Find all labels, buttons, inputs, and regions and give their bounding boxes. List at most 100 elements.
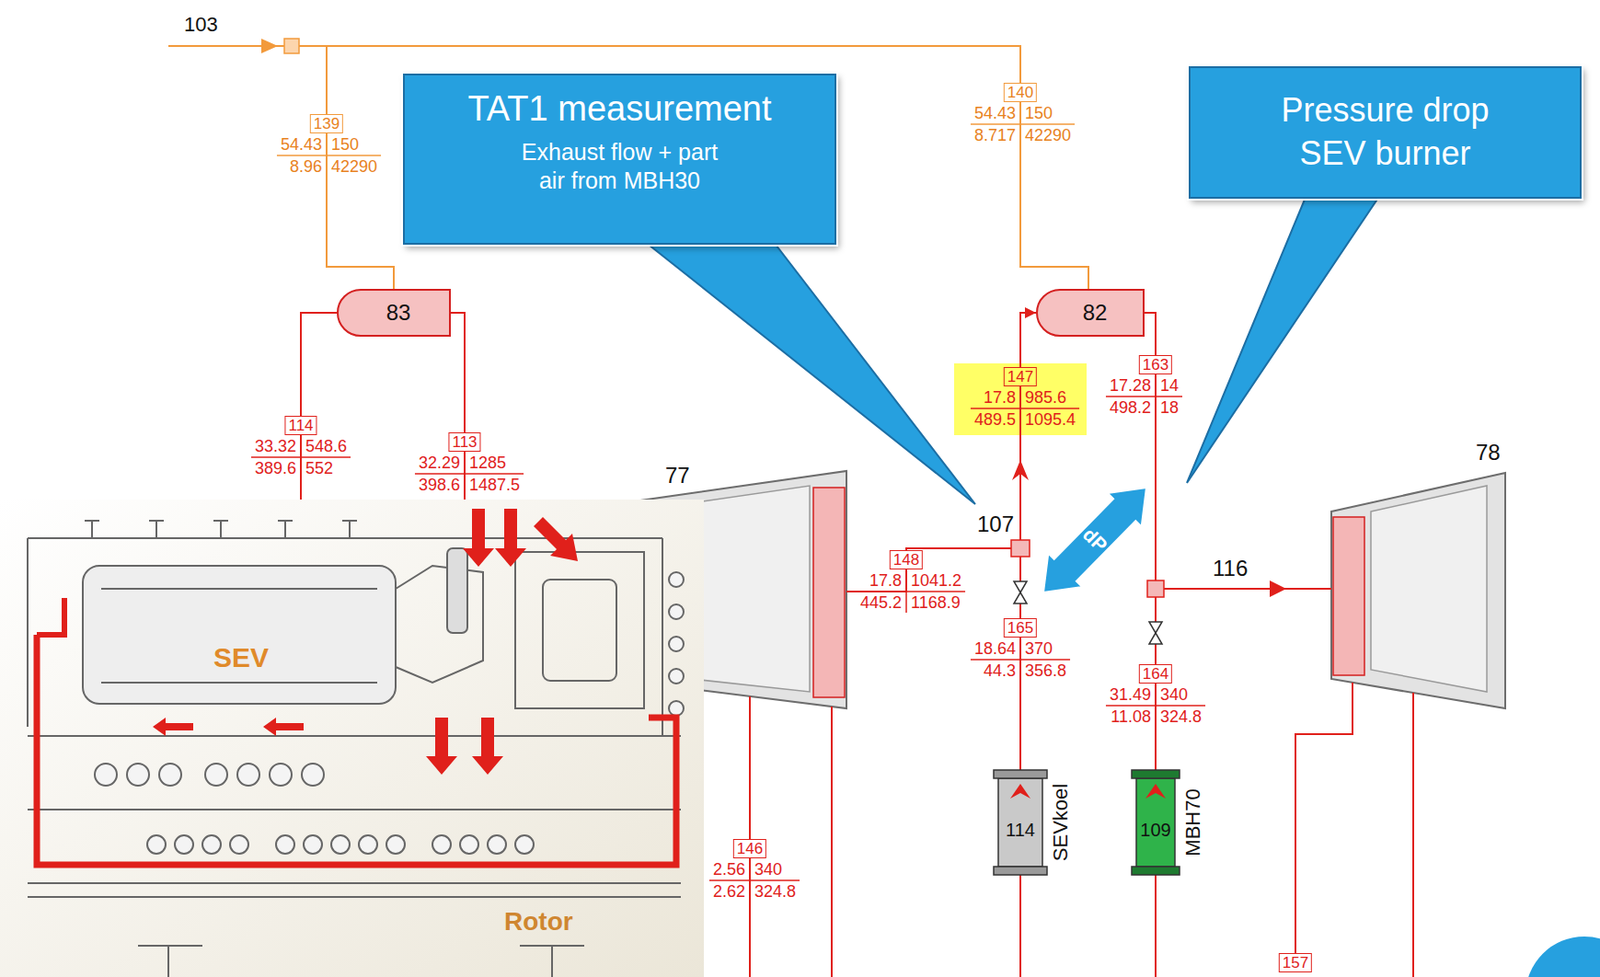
fuel-lance — [447, 548, 468, 634]
illustration-ground — [0, 499, 704, 977]
stream-number: 139 — [310, 114, 344, 134]
cooler-cap — [1131, 866, 1180, 875]
casing-line — [27, 538, 663, 737]
cooling-path — [36, 634, 677, 865]
plate-line — [27, 736, 681, 898]
bolt-circle — [668, 636, 684, 652]
stream-number: 165 — [1003, 618, 1037, 638]
callout-box: TAT1 measurementExhaust flow + part air … — [402, 73, 837, 245]
component-name: SEVkoel — [1048, 783, 1073, 862]
stream-value: 54.43 — [974, 103, 1016, 123]
part-label: Rotor — [504, 907, 574, 937]
air-arrow — [494, 508, 527, 567]
bolt-circle — [386, 835, 405, 854]
air-arrow — [533, 517, 578, 562]
stream-line — [1295, 682, 1353, 954]
component-shape — [337, 289, 450, 336]
bolt-circle — [487, 835, 507, 854]
table-divider — [1019, 637, 1022, 681]
stream-value: 54.43 — [280, 135, 323, 154]
stream-line — [1412, 692, 1415, 977]
callout-tail — [644, 241, 976, 505]
combustor-liner — [101, 588, 378, 683]
bolt-circle — [668, 668, 684, 684]
bolt-circle — [230, 835, 249, 854]
bolt-circle — [94, 763, 117, 786]
bolt-circle — [174, 835, 194, 854]
table-divider — [748, 858, 751, 902]
bolt-row — [94, 572, 684, 854]
callout-heading: TAT1 measurement — [467, 88, 772, 131]
stream-value: 150 — [1024, 103, 1053, 123]
stream-number: 163 — [1139, 355, 1173, 375]
turbine-band — [1333, 517, 1365, 676]
junction-box — [1147, 580, 1164, 598]
cooler-cap — [993, 866, 1048, 875]
cooler-component: 109MBH70 — [1131, 770, 1180, 875]
stream-value: 498.2 — [1109, 398, 1152, 417]
flow-arrowhead — [1269, 580, 1287, 598]
stream-number: 146 — [733, 839, 767, 859]
table-divider — [1154, 374, 1157, 418]
stream-value: 17.8 — [983, 388, 1016, 407]
stream-number: 147 — [1003, 367, 1037, 387]
stream-value: 42290 — [331, 157, 378, 176]
support-leg — [138, 945, 585, 977]
bolt-circle — [276, 835, 295, 854]
stream-value: 370 — [1024, 639, 1053, 658]
stream-value: 17.8 — [869, 571, 902, 590]
logo-circle — [1525, 936, 1600, 977]
stream-number: 157 — [1278, 953, 1313, 973]
valve-symbol — [1013, 581, 1027, 604]
bolt-circle — [331, 835, 350, 854]
bolt-circle — [301, 763, 324, 786]
stream-value: 340 — [1160, 685, 1188, 704]
table-divider — [709, 879, 800, 882]
connector-arrowhead — [1024, 307, 1036, 319]
callout-box: Pressure drop SEV burner — [1188, 66, 1582, 199]
cooler-cap — [1131, 770, 1180, 779]
callout-text: Exhaust flow + part air from MBH30 — [509, 138, 731, 196]
bolt-circle — [668, 572, 684, 588]
splitter-box — [284, 38, 300, 54]
stream-number: 114 — [284, 415, 317, 436]
air-arrow — [425, 717, 458, 775]
table-divider — [1154, 683, 1157, 727]
stream-value: 340 — [754, 860, 783, 879]
table-divider — [970, 123, 1075, 126]
table-divider — [414, 472, 524, 475]
process-component: 82 — [1035, 288, 1145, 337]
stream-number: 116 — [1212, 555, 1248, 582]
cooling-path — [36, 598, 65, 635]
stream-value: 1168.9 — [910, 593, 961, 612]
stream-value: 324.8 — [1160, 707, 1202, 726]
sev-illustration — [0, 499, 704, 977]
stream-value: 44.3 — [983, 661, 1016, 680]
stream-value: 324.8 — [754, 882, 796, 901]
stream-line — [1019, 874, 1022, 977]
callout-tail — [1186, 195, 1381, 484]
bolt-circle — [159, 763, 182, 786]
turbine-band — [813, 487, 845, 698]
table-divider — [1105, 395, 1183, 398]
bolt-circle — [237, 763, 260, 786]
burner-head — [395, 565, 484, 683]
stream-line — [748, 696, 751, 977]
stream-value: 33.32 — [254, 437, 297, 456]
table-divider — [1019, 386, 1022, 430]
stream-number: 148 — [889, 550, 923, 570]
stream-value: 489.5 — [974, 410, 1016, 429]
air-arrow — [152, 717, 194, 737]
process-component: 83 — [336, 288, 451, 337]
junction-box — [1011, 540, 1030, 557]
component-number: 114 — [1005, 819, 1036, 841]
stream-value: 8.96 — [289, 157, 323, 176]
bolt-circle — [205, 763, 228, 786]
flow-arrowhead — [1010, 783, 1031, 799]
stream-value: 11.08 — [1110, 707, 1152, 726]
air-arrow — [462, 508, 495, 567]
air-arrow — [263, 717, 304, 737]
valve-symbol — [1149, 621, 1163, 645]
flow-arrows — [152, 508, 578, 775]
